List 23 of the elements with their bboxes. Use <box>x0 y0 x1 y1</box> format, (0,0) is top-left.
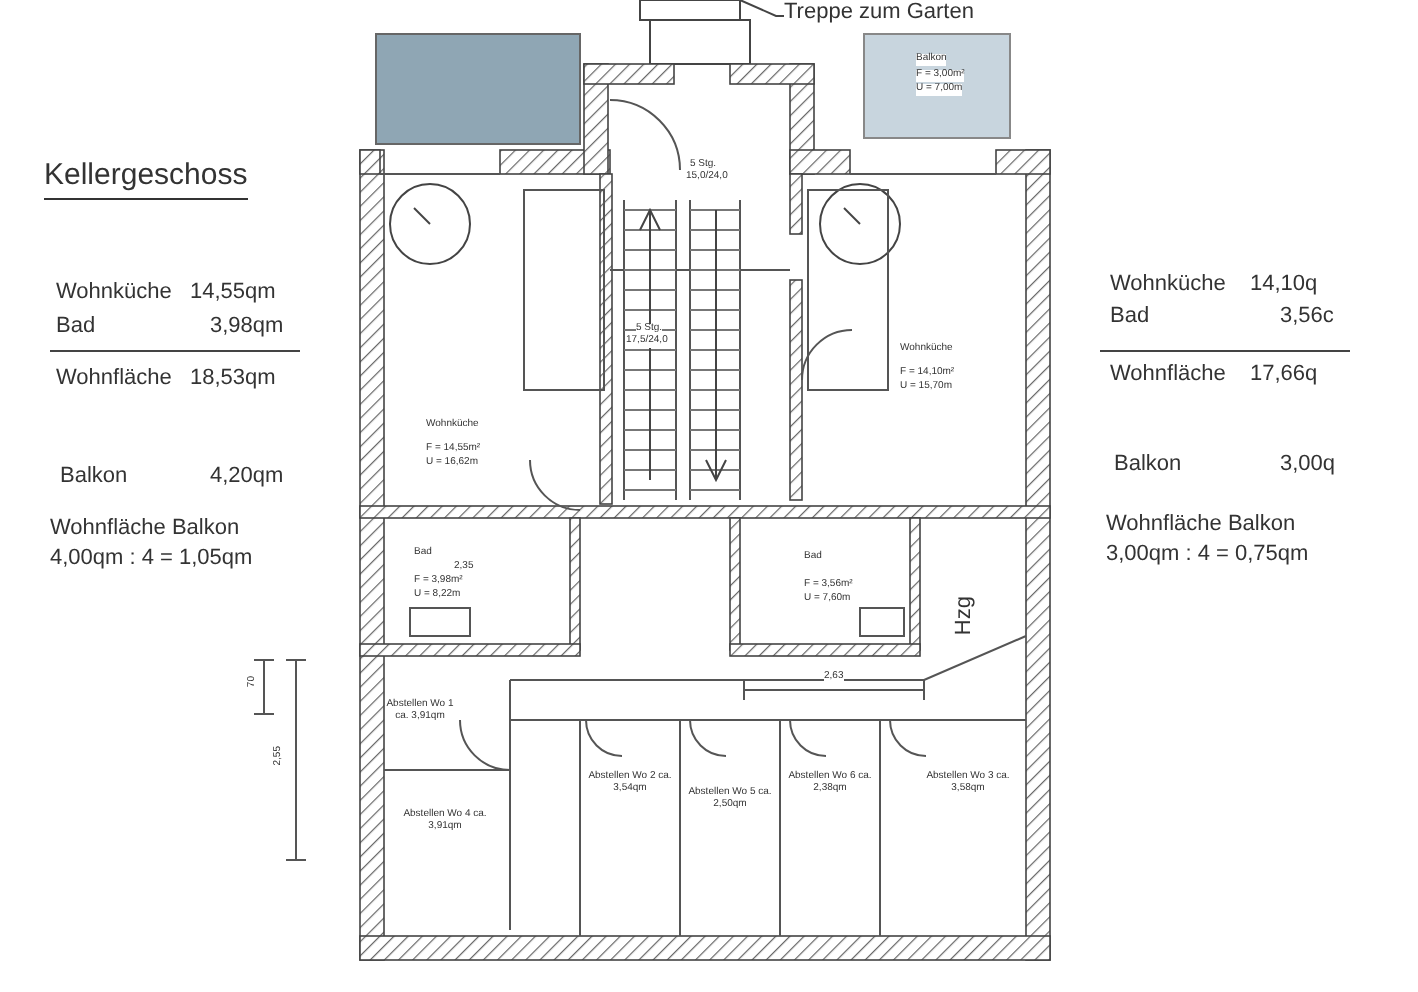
total-label: Wohnfläche <box>56 366 172 391</box>
area-value: 3,56c <box>1280 304 1334 329</box>
area-value: 14,10q <box>1250 272 1318 297</box>
room-label: Bad <box>1110 304 1150 329</box>
area-value: 3,98qm <box>210 314 284 339</box>
calculation-text: 4,00qm : 4 = 1,05qm <box>50 546 253 571</box>
room-label: Bad <box>56 314 96 339</box>
room-label: Balkon <box>1114 452 1182 477</box>
total-label: Wohnfläche Balkon <box>1106 512 1296 537</box>
total-label: Wohnfläche Balkon <box>50 516 240 541</box>
calculation-text: 3,00qm : 4 = 0,75qm <box>1106 542 1309 567</box>
room-label: Hzg <box>952 596 977 636</box>
total-label: Wohnfläche <box>1110 362 1226 387</box>
note-label: Treppe zum Garten <box>784 0 974 25</box>
room-label: Wohnküche <box>1110 272 1226 297</box>
area-value: 17,66q <box>1250 362 1318 387</box>
room-label: Balkon <box>60 464 128 489</box>
area-value: 18,53qm <box>190 366 276 391</box>
area-value: 14,55qm <box>190 280 276 305</box>
area-value: 3,00q <box>1280 452 1336 477</box>
plan-title: Kellergeschoss <box>44 160 248 199</box>
room-label: Wohnküche <box>56 280 172 305</box>
area-value: 4,20qm <box>210 464 284 489</box>
